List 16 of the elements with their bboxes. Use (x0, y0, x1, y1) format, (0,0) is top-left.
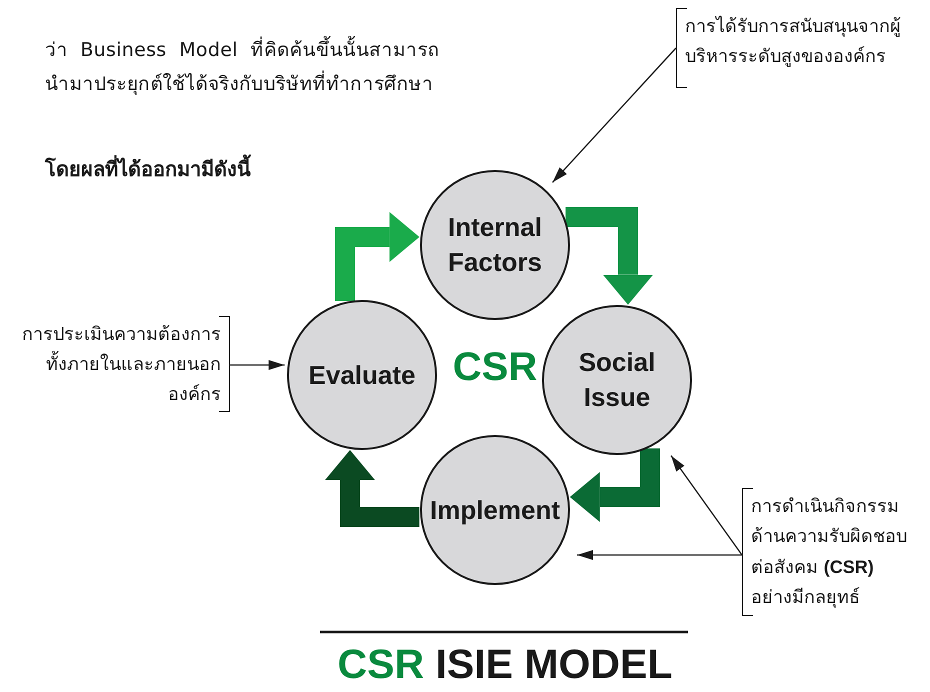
leader-arrow (577, 550, 742, 560)
leader-arrow (670, 455, 743, 556)
body-heading: โดยผลที่ได้ออกมามีดังนี้ (45, 152, 345, 186)
callout-text: การได้รับการสนับสนุนจากผู้บริหารระดับสูงขององค์กร (685, 14, 902, 69)
leader-arrow (552, 48, 676, 183)
node-label: Social Issue (578, 346, 656, 414)
center-label: CSR (452, 344, 538, 391)
diagram-title: CSR ISIE MODEL (336, 640, 674, 688)
node-label: Implement (430, 494, 560, 526)
callout-text: การดำเนินกิจกรรมด้านความรับผิดชอบต่อสังคม (CSR) อย่างมีกลยุทธ์ (751, 495, 908, 610)
node-label: Internal Factors (447, 211, 543, 279)
callout-text: การประเมินความต้องการทั้งภายในและภายนอกองค์กร (21, 323, 221, 407)
body-paragraph: ว่า Business Model ที่คิดค้นขึ้นนั้นสามารถนำมาประยุกต์ใช้ได้จริงกับบริษัทที่ทำการศึกษา (45, 33, 440, 101)
bent-arrow (570, 448, 660, 522)
leader-arrow (230, 360, 285, 370)
node-label: Evaluate (308, 358, 416, 392)
